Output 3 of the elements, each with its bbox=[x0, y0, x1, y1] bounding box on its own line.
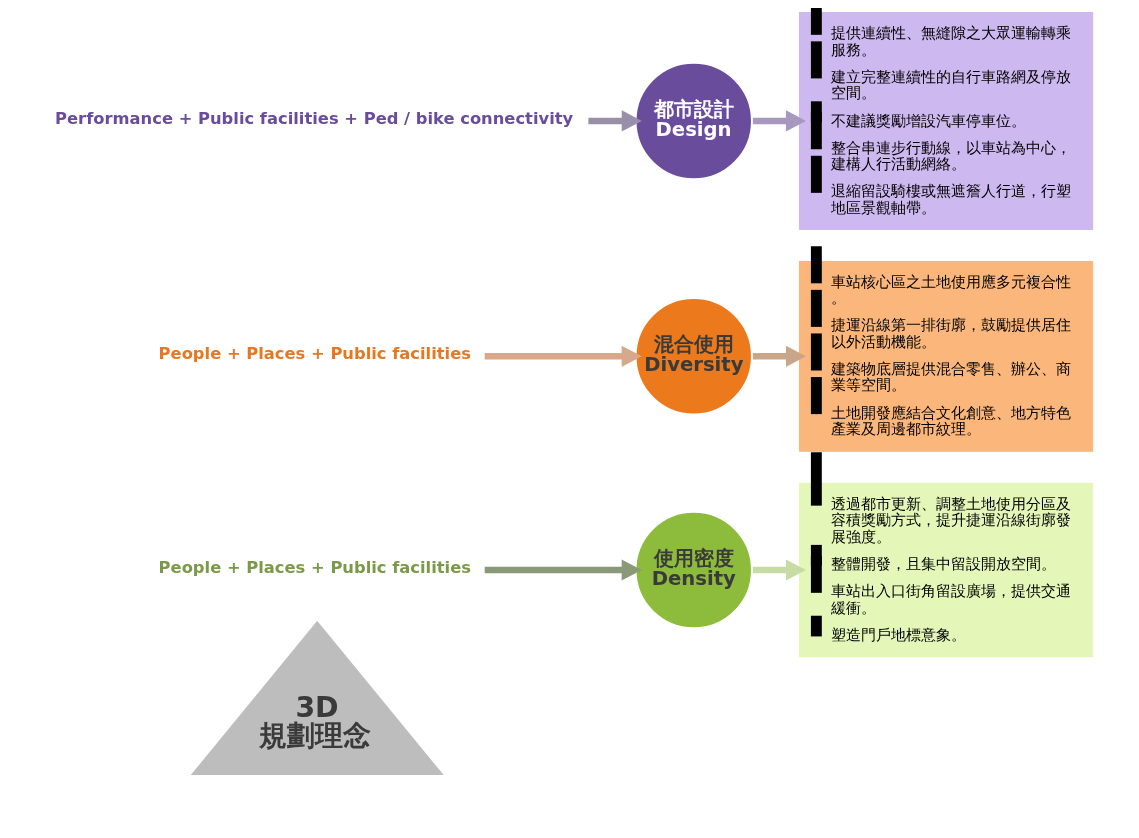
node-text: Performance + Public facilities + Ped / bike connectivity bbox=[55, 108, 574, 128]
node-text: People + Places + Public facilities bbox=[158, 557, 472, 577]
node-text: People + Places + Public facilities bbox=[158, 344, 472, 364]
